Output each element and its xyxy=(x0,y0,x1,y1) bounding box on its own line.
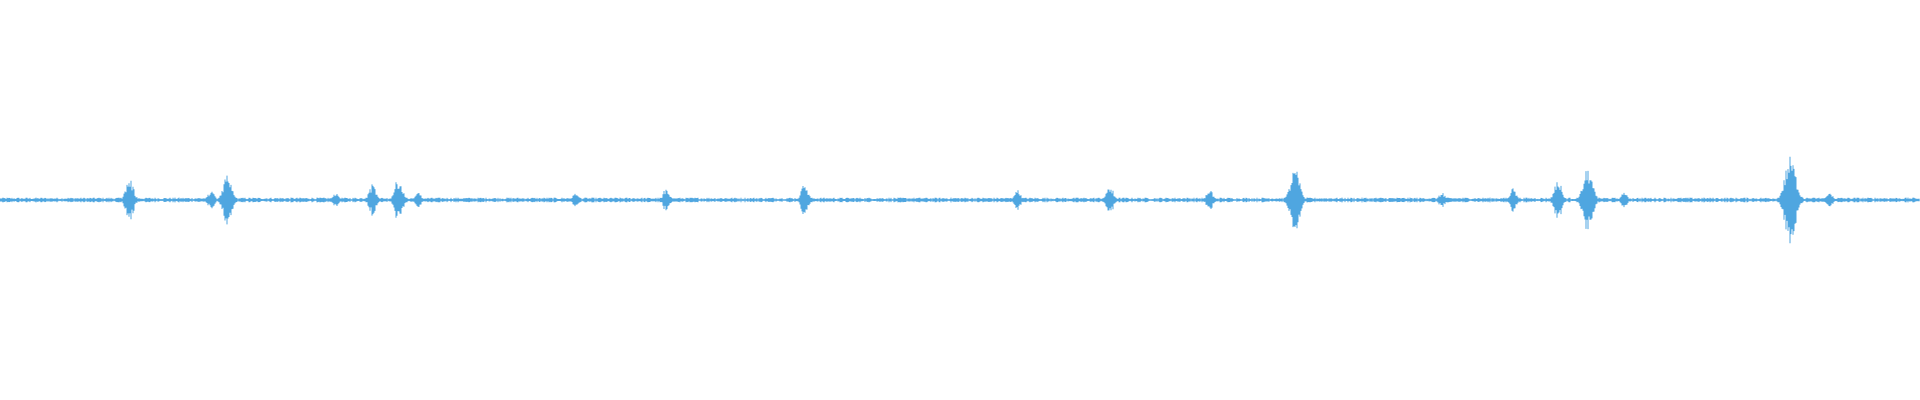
waveform-trace xyxy=(0,156,1920,244)
